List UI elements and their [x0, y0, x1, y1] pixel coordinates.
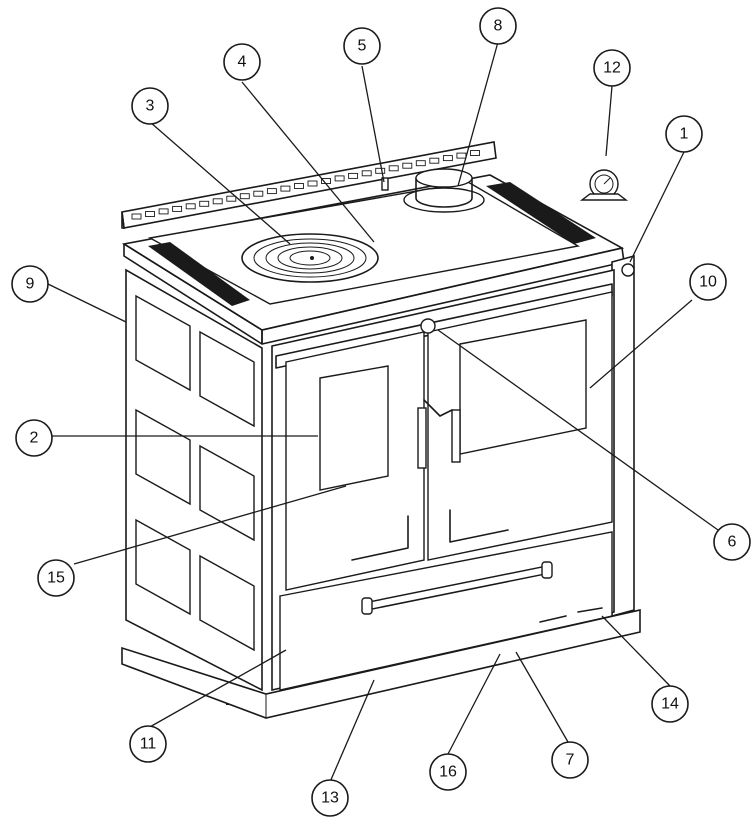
rail-slot: [415, 160, 426, 167]
callout-14: 14: [651, 685, 689, 723]
callout-2: 2: [15, 419, 53, 457]
svg-text:6: 6: [728, 534, 737, 551]
leader-9: [47, 283, 127, 323]
rail-slot: [348, 172, 359, 179]
svg-text:8: 8: [494, 18, 503, 35]
rail-slot: [402, 162, 413, 169]
leader-7: [515, 651, 569, 743]
rail-slot: [307, 180, 318, 187]
svg-text:14: 14: [661, 696, 679, 713]
rail-slot: [280, 185, 291, 192]
rail-slot: [361, 170, 372, 177]
callout-1: 1: [665, 115, 703, 153]
leader-10: [589, 299, 693, 389]
callout-8: 8: [479, 7, 517, 45]
rail-slot: [185, 203, 196, 210]
callout-12: 12: [593, 49, 631, 87]
svg-text:12: 12: [603, 60, 621, 77]
leader-6: [437, 329, 719, 531]
left-side-panel: [125, 268, 263, 705]
leader-8: [457, 41, 499, 187]
rail-slot: [294, 183, 304, 189]
leader-4: [241, 81, 375, 243]
rail-slot: [470, 150, 480, 156]
rail-slot: [239, 193, 250, 200]
oven-thermometer: [579, 169, 629, 201]
leader-11: [147, 649, 287, 729]
callout-9: 9: [11, 265, 49, 303]
callout-15: 15: [37, 559, 75, 597]
leader-16: [447, 653, 501, 755]
leader-14: [601, 615, 671, 687]
rail-slot: [226, 195, 237, 202]
callout-13: 13: [311, 779, 349, 817]
leader-lines: [47, 41, 719, 783]
callout-11: 11: [129, 725, 167, 763]
callout-10: 10: [689, 263, 727, 301]
callout-16: 16: [429, 753, 467, 791]
svg-text:1: 1: [680, 126, 689, 143]
plinth: [121, 609, 641, 719]
warming-drawer: [279, 531, 613, 691]
leader-13: [329, 679, 375, 783]
rail-slot: [375, 167, 386, 174]
callout-7: 7: [551, 741, 589, 779]
flue-collar: [403, 168, 485, 213]
svg-text:11: 11: [140, 736, 157, 753]
svg-text:15: 15: [47, 570, 65, 587]
svg-text:3: 3: [146, 98, 155, 115]
svg-text:9: 9: [26, 276, 35, 293]
svg-text:5: 5: [358, 38, 367, 55]
svg-text:2: 2: [30, 430, 39, 447]
right-door: [417, 291, 613, 561]
left-door: [285, 331, 425, 591]
callout-3: 3: [131, 87, 169, 125]
cooktop: [121, 168, 625, 345]
callouts: 1 2 3 4 5 6 7 8 9 10 11: [11, 7, 751, 817]
hot-plate-rings: [241, 233, 379, 283]
rail-slot: [199, 200, 210, 207]
rail-slot: [456, 152, 467, 159]
svg-text:16: 16: [439, 764, 457, 781]
rail-slot: [334, 175, 345, 182]
leader-5: [361, 65, 385, 183]
rail-slot: [253, 190, 264, 197]
svg-text:7: 7: [566, 752, 575, 769]
leader-15: [73, 485, 347, 565]
callout-6: 6: [713, 523, 751, 561]
rail-slot: [388, 165, 399, 172]
stove-illustration: [121, 141, 641, 719]
top-right-grille: [486, 182, 596, 244]
rail-slot: [212, 198, 223, 205]
rail-slot: [131, 213, 142, 220]
top-left-grille: [148, 242, 250, 306]
leader-3: [149, 121, 291, 245]
rail-slot: [158, 208, 169, 215]
svg-text:4: 4: [238, 54, 247, 71]
rail-slot: [145, 211, 155, 217]
back-splash-rail: [121, 141, 497, 229]
callout-4: 4: [223, 43, 261, 81]
leader-1: [629, 151, 685, 263]
rail-slot: [172, 205, 183, 212]
rail-slot: [266, 188, 277, 195]
rail-slot: [429, 157, 440, 164]
svg-text:13: 13: [321, 790, 339, 807]
leader-12: [605, 85, 613, 157]
callout-5: 5: [343, 27, 381, 65]
svg-text:10: 10: [699, 274, 717, 291]
rail-slot: [442, 155, 453, 162]
